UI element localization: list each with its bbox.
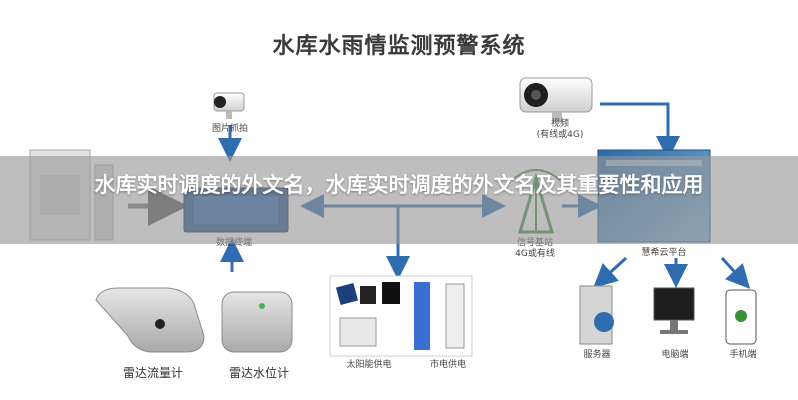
solar-power-caption: 太阳能供电 bbox=[346, 360, 392, 370]
signal-station-sub-caption: 4G或有线 bbox=[515, 249, 555, 259]
cloud-platform-caption: 慧希云平台 bbox=[641, 248, 687, 258]
picture-capture-caption: 图片抓拍 bbox=[211, 124, 248, 134]
video-to-cloud-arrow bbox=[600, 102, 680, 160]
mobile-icon bbox=[725, 289, 757, 345]
computer-caption: 电脑端 bbox=[661, 350, 689, 360]
server-caption: 服务器 bbox=[583, 350, 611, 360]
server-icon bbox=[579, 285, 614, 345]
radar-flow-meter-icon bbox=[95, 287, 205, 353]
mobile-caption: 手机端 bbox=[729, 350, 757, 360]
radar-level-meter-icon bbox=[221, 291, 293, 353]
power-supply-panel bbox=[329, 275, 473, 357]
cloud-to-mobile-arrow bbox=[720, 256, 751, 289]
radar-flow-caption: 雷达流量计 bbox=[122, 366, 183, 380]
video-sub-caption: (有线或4G) bbox=[536, 130, 584, 140]
video-camera-icon bbox=[519, 77, 593, 122]
radar-level-caption: 雷达水位计 bbox=[228, 366, 289, 380]
headline-text: 水库实时调度的外文名，水库实时调度的外文名及其重要性和应用 bbox=[94, 173, 704, 197]
picture-capture-camera-icon bbox=[213, 92, 245, 119]
computer-icon bbox=[653, 287, 695, 334]
mains-power-caption: 市电供电 bbox=[429, 360, 466, 370]
video-caption: 视频 bbox=[550, 119, 569, 129]
cloud-to-server-arrow bbox=[593, 256, 628, 289]
diagram-title: 水库水雨情监测预警系统 bbox=[272, 34, 526, 59]
headline-banner bbox=[0, 156, 798, 244]
